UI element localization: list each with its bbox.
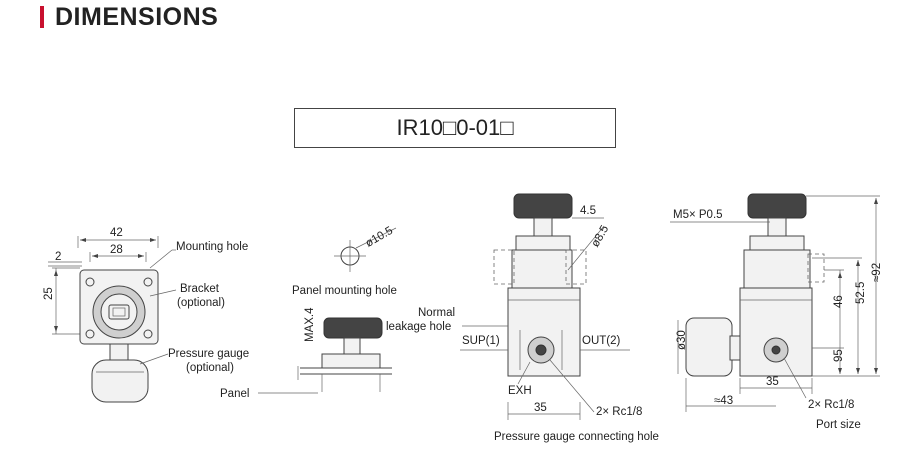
side-dim-port: 2× Rc1/8 (596, 406, 642, 418)
panel-dim-hole: ø10.5 (364, 225, 395, 250)
right-dim-thread: M5× P0.5 (673, 209, 723, 221)
right-dim-port: 2× Rc1/8 (808, 399, 854, 411)
label-panel: Panel (220, 388, 249, 400)
page-title: DIMENSIONS (40, 2, 218, 32)
title-text: DIMENSIONS (55, 2, 219, 31)
label-sup: SUP(1) (462, 335, 500, 347)
title-accent-bar (40, 6, 44, 28)
right-dim-dia30: ø30 (676, 330, 688, 350)
right-view: M5× P0.5 ≈92 52.5 46 95 ø30 35 ≈43 (670, 193, 883, 431)
side-dim-dia: ø8.5 (589, 223, 611, 249)
panel-dim-max: MAX.4 (304, 307, 316, 342)
side-view: 4.5 ø8.5 Normal leakage hole SUP(1) OUT(… (386, 193, 659, 443)
label-leakage-hole: leakage hole (386, 321, 451, 333)
right-dim-35: 35 (766, 376, 779, 388)
label-bracket: Bracket (180, 283, 220, 295)
label-mounting-hole: Mounting hole (176, 241, 248, 253)
right-dim-46: 46 (833, 295, 845, 308)
label-exh: EXH (508, 385, 532, 397)
front-dim-2: 2 (55, 251, 61, 263)
label-bracket-note: (optional) (177, 297, 225, 309)
model-code-box: IR10□0-01□ (294, 108, 616, 148)
front-dim-25: 25 (43, 287, 55, 300)
front-dim-42: 42 (110, 227, 123, 239)
right-dim-52-5: 52.5 (855, 282, 867, 304)
panel-view: ø10.5 Panel mounting hole MAX.4 (292, 225, 397, 392)
right-dim-95: 95 (833, 349, 845, 362)
front-view: 42 28 2 25 Mou (43, 227, 318, 403)
label-out: OUT(2) (582, 335, 621, 347)
label-normal: Normal (418, 307, 455, 319)
label-pressure-gauge: Pressure gauge (168, 348, 249, 360)
label-port-size: Port size (816, 419, 861, 431)
front-dim-28: 28 (110, 244, 123, 256)
label-pressure-gauge-note: (optional) (186, 362, 234, 374)
model-code: IR10□0-01□ (396, 115, 514, 140)
right-dim-43: ≈43 (714, 395, 733, 407)
right-dim-92: ≈92 (871, 263, 883, 282)
label-panel-mounting-hole: Panel mounting hole (292, 285, 397, 297)
side-dim-4-5: 4.5 (580, 205, 596, 217)
label-gauge-connecting-hole: Pressure gauge connecting hole (494, 431, 659, 443)
side-dim-35: 35 (534, 402, 547, 414)
